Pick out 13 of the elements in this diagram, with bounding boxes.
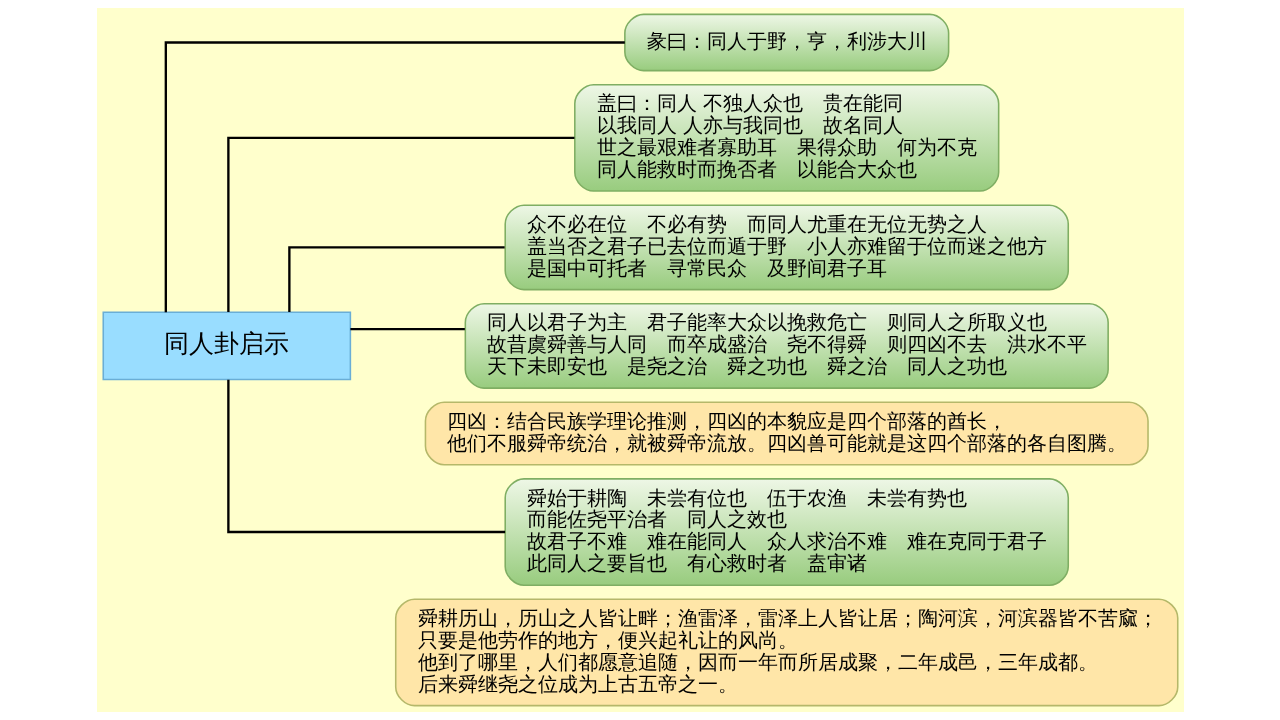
node-box: 同人以君子为主 君子能率大众以挽救危亡 则同人之所取义也 故昔虞舜善与人同 而卒成盛治 尧不得舜 则四凶不去 洪水不平 天下未即安也 是尧之治 舜之功也 舜之治 同人之功也 <box>464 302 1109 389</box>
node-box: 四凶：结合民族学理论推测，四凶的本貌应是四个部落的酋长， 他们不服舜帝统治，就被舜帝流放。四凶兽可能就是这四个部落的各自图腾。 <box>424 401 1149 466</box>
node-box: 彖曰：同人于野，亨，利涉大川 <box>623 13 949 72</box>
connector <box>164 41 625 313</box>
node-box: 舜始于耕陶 未尝有位也 伍于农渔 未尝有势也 而能佐尧平治者 同人之效也 故君子不难 难在能同人 众人求治不难 难在克同于君子 此同人之要旨也 有心救时者 盍审诸 <box>503 478 1069 586</box>
connector <box>349 327 465 331</box>
connector <box>226 136 574 313</box>
node-box: 众不必在位 不必有势 而同人尤重在无位无势之人 盖当否之君子已去位而遁于野 小人亦难留于位而迷之他方 是国中可托者 寻常民众 及野间君子耳 <box>503 204 1069 291</box>
node-box: 舜耕历山，历山之人皆让畔；渔雷泽，雷泽上人皆让居；陶河滨，河滨器皆不苦窳； 只要是他劳作的地方，便兴起礼让的风尚。 他到了哪里，人们都愿意追随，因而一年而所居成聚，二年成邑，三年成都。 后来舜继尧之位成为上古五帝之一。 <box>394 598 1178 707</box>
connector <box>287 246 505 312</box>
node-box: 同人卦启示 <box>102 311 351 381</box>
connector <box>226 379 505 534</box>
node-box: 盖曰：同人 不独人众也 贵在能同 以我同人 人亦与我同也 故名同人 世之最艰难者寡助耳 果得众助 何为不克 同人能救时而挽否者 以能合大众也 <box>573 83 999 192</box>
